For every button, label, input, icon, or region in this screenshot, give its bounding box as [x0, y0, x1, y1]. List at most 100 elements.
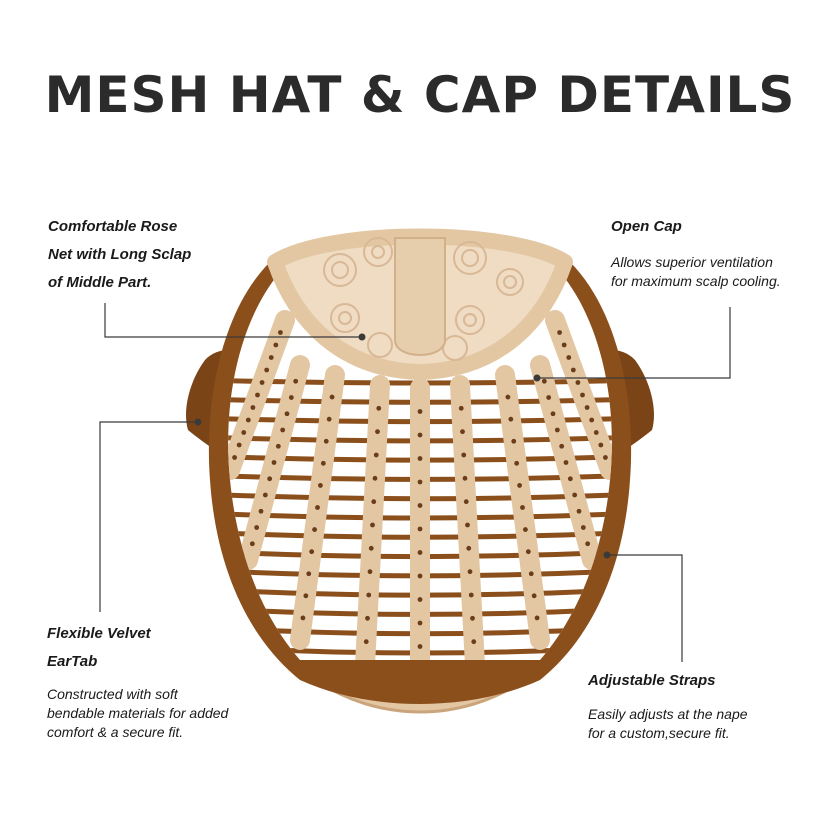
strap-dot: [589, 417, 595, 423]
straps-description: Easily adjusts at the nape for a custom,…: [588, 705, 748, 743]
strap-dot: [315, 505, 320, 510]
strap-dot: [460, 429, 465, 435]
strap-dot: [245, 417, 251, 423]
strap-dot: [563, 460, 569, 465]
strap-dot: [323, 438, 329, 444]
ear-tab-desc-line-1: Constructed with soft: [47, 686, 178, 702]
middle-part: [394, 237, 446, 356]
strap-dot: [584, 405, 590, 410]
strap-dot: [580, 525, 586, 530]
strap-dot: [575, 380, 581, 385]
callout-dots: [194, 333, 611, 559]
ear-tab-desc-line-2: bendable materials for added: [47, 705, 229, 721]
strap-dot: [318, 483, 323, 488]
strap-dot: [288, 395, 294, 400]
strap-dot: [467, 569, 473, 575]
strap-dot: [417, 503, 423, 508]
strap-dot: [371, 499, 377, 505]
straps-desc-line-1: Easily adjusts at the nape: [588, 706, 748, 722]
strap-dot: [365, 615, 370, 621]
strap-dot: [363, 639, 369, 645]
strap-dot: [271, 460, 277, 465]
strap-dot: [572, 492, 578, 498]
strap-dot: [258, 508, 264, 514]
strap-dot: [255, 392, 260, 398]
strap-dot: [262, 492, 268, 498]
strap-dot: [309, 549, 315, 555]
strap-dot: [598, 442, 604, 448]
strap-dot: [593, 430, 599, 435]
strap-dot: [417, 620, 423, 626]
ear-tab-label: Flexible Velvet EarTab: [47, 620, 151, 676]
ear-tab-label-line-2: EarTab: [47, 653, 98, 670]
mesh-straps: [228, 310, 612, 660]
strap-dot: [326, 416, 332, 422]
strap-dot: [376, 405, 382, 411]
strap-dot: [525, 549, 531, 555]
strap-dot: [546, 395, 552, 400]
strap-dot: [458, 405, 464, 411]
strap-dot: [471, 639, 477, 645]
strap-dot: [417, 526, 423, 532]
strap-dot: [268, 355, 274, 360]
rose-net-leader: [104, 303, 362, 338]
strap-dot: [566, 355, 572, 360]
strap-dot: [273, 342, 279, 348]
rose-net-label-line-2: Net with Long Sclap: [48, 246, 192, 263]
strap-dot: [468, 592, 474, 598]
strap-dot: [370, 522, 375, 528]
strap-dot: [259, 380, 265, 385]
strap-dot: [417, 479, 423, 485]
strap-dot: [520, 505, 525, 510]
strap-dot: [554, 427, 560, 433]
strap-dot: [366, 592, 372, 598]
strap-dot: [417, 432, 423, 438]
straps-desc-line-2: for a custom,secure fit.: [588, 725, 730, 741]
strap-dot: [417, 597, 423, 602]
strap-dot: [300, 615, 306, 621]
open-cap-label: Open Cap: [611, 213, 682, 241]
strap-dot: [517, 483, 522, 488]
rose-net-label-line-1: Comfortable Rose: [48, 218, 178, 235]
strap-dot: [462, 475, 468, 481]
strap-dot: [417, 409, 423, 414]
strap-dot: [557, 330, 562, 335]
ear-tab-leader: [99, 421, 198, 612]
open-cap-desc-line-2: for maximum scalp cooling.: [611, 273, 781, 289]
strap-dot: [368, 545, 374, 551]
strap-dot: [463, 499, 469, 505]
straps-leader: [607, 554, 683, 662]
strap-dot: [505, 394, 511, 400]
strap-dot: [284, 411, 290, 417]
strap-dot: [232, 455, 237, 460]
strap-dot: [278, 330, 283, 335]
strap-dot: [603, 455, 608, 460]
strap-dot: [275, 443, 281, 449]
strap-dot: [264, 367, 270, 373]
strap-dot: [528, 571, 534, 577]
strap-dot: [320, 460, 326, 466]
strap-dot: [523, 527, 528, 532]
strap-dot: [417, 573, 423, 579]
strap-dot: [511, 438, 517, 444]
strap-dot: [531, 593, 537, 599]
strap-dot: [570, 367, 576, 373]
strap-dot: [461, 452, 467, 458]
strap-dot: [541, 378, 547, 384]
callout-lines: [99, 303, 731, 662]
strap-dot: [249, 541, 255, 547]
strap-dot: [550, 411, 556, 417]
strap-dot: [306, 571, 312, 577]
strap-dot: [236, 442, 242, 448]
strap-dot: [372, 475, 378, 481]
open-cap-label-text: Open Cap: [611, 218, 682, 235]
ear-tab-label-line-1: Flexible Velvet: [47, 625, 151, 642]
strap-dot: [508, 416, 514, 422]
strap-dot: [267, 476, 273, 482]
strap-dot: [375, 429, 380, 435]
strap-dot: [534, 615, 540, 621]
strap-dot: [312, 527, 317, 532]
strap-dot: [254, 525, 260, 530]
strap-dot: [470, 615, 475, 621]
